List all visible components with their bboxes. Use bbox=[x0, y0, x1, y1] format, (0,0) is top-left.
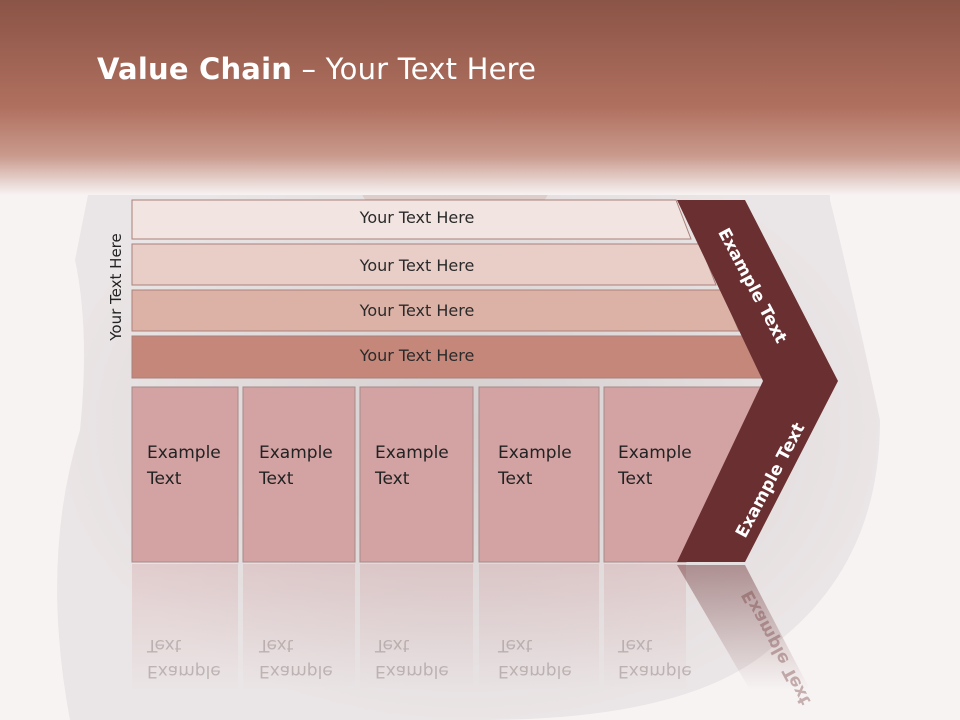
column-reflection-5 bbox=[604, 564, 686, 690]
support-row-3-label: Your Text Here bbox=[359, 301, 475, 320]
primary-column-1 bbox=[131, 386, 239, 563]
column-reflection-2 bbox=[243, 564, 355, 690]
column-reflection-4 bbox=[479, 564, 599, 690]
margin-chevron-reflection bbox=[677, 565, 810, 690]
support-row-1 bbox=[131, 199, 692, 240]
title-bold: Value Chain bbox=[97, 52, 293, 86]
support-row-2-label: Your Text Here bbox=[359, 256, 475, 275]
slide-title: Value Chain – Your Text Here bbox=[97, 52, 536, 86]
support-row-3 bbox=[131, 289, 740, 332]
margin-chevron bbox=[677, 200, 838, 562]
primary-column-4 bbox=[478, 386, 600, 563]
column-reflection-1 bbox=[132, 564, 238, 690]
title-rest: – Your Text Here bbox=[292, 52, 537, 86]
support-row-1-label: Your Text Here bbox=[359, 208, 475, 227]
support-row-2 bbox=[131, 243, 717, 286]
primary-column-3 bbox=[359, 386, 474, 563]
column-reflection-3 bbox=[360, 564, 473, 690]
primary-column-2 bbox=[242, 386, 356, 563]
support-row-4-label: Your Text Here bbox=[359, 346, 475, 365]
